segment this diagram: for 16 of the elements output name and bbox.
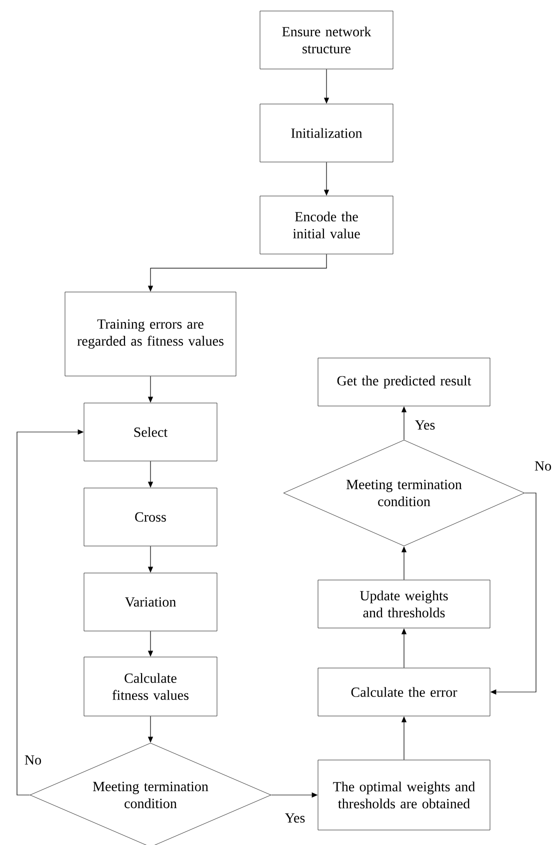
edge-label: Yes xyxy=(414,420,435,430)
process-box: The optimal weights and thresholds are obtained xyxy=(318,760,490,830)
process-box: Calculate the error xyxy=(318,668,490,716)
edge-label: Yes xyxy=(284,813,305,823)
process-box: Cross xyxy=(84,488,218,546)
process-box: Get the predicted result xyxy=(318,358,490,406)
edge-label: No xyxy=(534,461,552,471)
process-box: Calculate fitness values xyxy=(84,656,218,716)
process-box: Variation xyxy=(84,572,218,632)
process-box: Training errors are regarded as fitness values xyxy=(64,292,236,376)
process-box: Initialization xyxy=(260,104,394,162)
process-box: Update weights and thresholds xyxy=(318,580,490,628)
process-box: Ensure network structure xyxy=(260,10,394,70)
process-box: Select xyxy=(84,402,218,462)
edge-label: No xyxy=(24,755,42,765)
process-box: Encode the initial value xyxy=(260,196,394,254)
